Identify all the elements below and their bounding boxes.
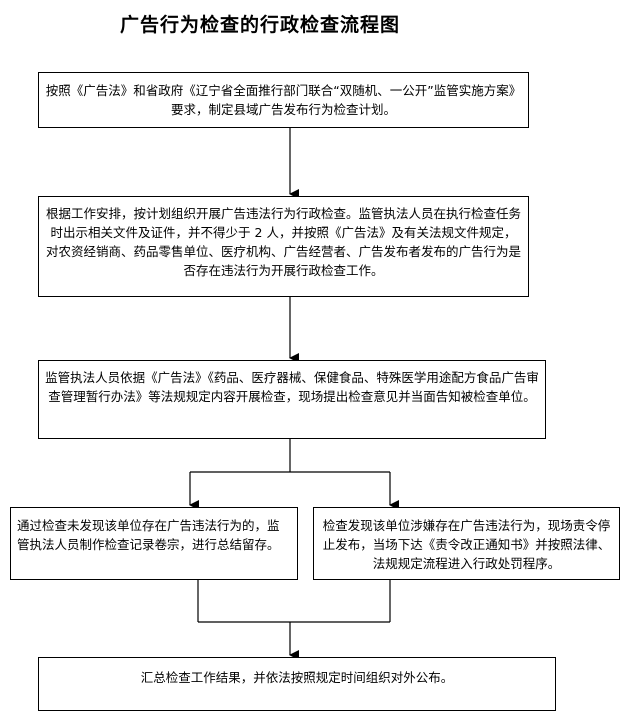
step-plan-text: 按照《广告法》和省政府《辽宁省全面推行部门联合“双随机、一公开”监管实施方案》要… [45, 83, 522, 117]
step-no-violation-box: 通过检查未发现该单位存在广告违法行为的，监管执法人员制作检查记录卷宗，进行总结留… [10, 507, 298, 580]
step-inspect-box: 监管执法人员依据《广告法》《药品、医疗器械、保健食品、特殊医学用途配方食品广告审… [38, 360, 546, 439]
page-title: 广告行为检查的行政检查流程图 [119, 14, 400, 36]
step-violation-box: 检查发现该单位涉嫌存在广告违法行为，现场责令停止发布，当场下达《责令改正通知书》… [313, 507, 620, 580]
step-violation-text: 检查发现该单位涉嫌存在广告违法行为，现场责令停止发布，当场下达《责令改正通知书》… [322, 518, 611, 571]
step-summary-box: 汇总检查工作结果，并依法按照规定时间组织对外公布。 [38, 657, 556, 711]
step-summary-text: 汇总检查工作结果，并依法按照规定时间组织对外公布。 [140, 670, 454, 685]
step-no-violation-text: 通过检查未发现该单位存在广告违法行为的，监管执法人员制作检查记录卷宗，进行总结留… [17, 518, 280, 552]
step-inspect-text: 监管执法人员依据《广告法》《药品、医疗器械、保健食品、特殊医学用途配方食品广告审… [45, 370, 539, 404]
step-organize-text: 根据工作安排，按计划组织开展广告违法行为行政检查。监管执法人员在执行检查任务时出… [45, 206, 521, 278]
step-plan-box: 按照《广告法》和省政府《辽宁省全面推行部门联合“双随机、一公开”监管实施方案》要… [38, 72, 529, 128]
step-organize-box: 根据工作安排，按计划组织开展广告违法行为行政检查。监管执法人员在执行检查任务时出… [38, 196, 529, 297]
